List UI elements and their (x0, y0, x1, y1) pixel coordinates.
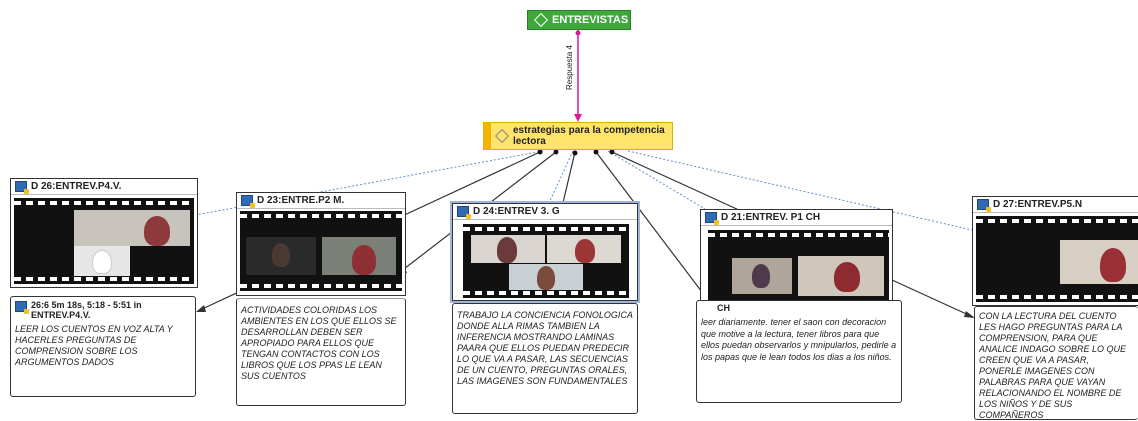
root-node-label: ENTREVISTAS (552, 14, 629, 26)
document-node-d24[interactable]: D 24:ENTREV 3. G (450, 201, 640, 303)
document-node-d23[interactable]: D 23:ENTRE.P2 M. (236, 192, 406, 296)
video-document-icon (457, 206, 471, 219)
root-code-arrowhead (574, 114, 582, 122)
video-document-icon (705, 212, 719, 225)
document-header: D 27:ENTREV.P5.N (973, 197, 1138, 213)
video-thumbnail (240, 211, 402, 291)
quote-header-partial: CH (717, 303, 730, 313)
document-title: D 24:ENTREV 3. G (473, 206, 560, 217)
code-d24-link (547, 150, 574, 206)
code-d27-link (627, 150, 973, 231)
anchor-dot (572, 150, 578, 156)
quote-header: 26:6 5m 18s, 5:18 - 5:51 in ENTREV.P4.V. (15, 300, 191, 320)
quote-header-line2: ENTREV.P4.V. (31, 310, 91, 320)
quote-node-q23[interactable]: ACTIVIDADES COLORIDAS LOS AMBIENTES EN L… (236, 298, 406, 406)
document-header: D 24:ENTREV 3. G (453, 204, 637, 220)
video-document-icon (15, 181, 29, 194)
anchor-dot (537, 149, 543, 155)
quote-node-q26[interactable]: 26:6 5m 18s, 5:18 - 5:51 in ENTREV.P4.V.… (10, 296, 196, 397)
code-diamond-icon (494, 128, 510, 144)
root-node-entrevistas[interactable]: ENTREVISTAS (527, 10, 631, 30)
document-header: D 26:ENTREV.P4.V. (11, 179, 197, 195)
document-title: D 21:ENTREV. P1 CH (721, 212, 821, 223)
document-node-d26[interactable]: D 26:ENTREV.P4.V. (10, 178, 198, 288)
quote-header-text: 26:6 5m 18s, 5:18 - 5:51 in ENTREV.P4.V. (31, 300, 142, 320)
anchor-dot (593, 149, 599, 155)
video-thumbnail (463, 224, 629, 298)
quote-text: ACTIVIDADES COLORIDAS LOS AMBIENTES EN L… (241, 305, 397, 381)
code-label-line2: lectora (513, 136, 546, 147)
video-thumbnail (976, 216, 1138, 302)
quote-text: leer diariamente. tener el saon con deco… (701, 317, 897, 362)
quote-node-q21[interactable]: CH leer diariamente. tener el saon con d… (696, 300, 902, 403)
document-title: D 26:ENTREV.P4.V. (31, 181, 122, 192)
video-thumbnail (14, 198, 194, 284)
q27-arrowhead (964, 311, 975, 318)
quote-text: CON LA LECTURA DEL CUENTO LES HAGO PREGU… (979, 311, 1127, 420)
quote-text: LEER LOS CUENTOS EN VOZ ALTA Y HACERLES … (15, 324, 173, 367)
document-header: D 23:ENTRE.P2 M. (237, 193, 405, 209)
q26-arrowhead (196, 305, 206, 312)
anchor-dot (553, 149, 559, 155)
document-node-d21[interactable]: D 21:ENTREV. P1 CH (700, 209, 893, 313)
video-document-icon (977, 199, 991, 212)
quote-node-q27[interactable]: CON LA LECTURA DEL CUENTO LES HAGO PREGU… (974, 306, 1138, 420)
code-node-label: estrategias para la competencia lectora (513, 125, 665, 147)
code-label-line1: estrategias para la competencia (513, 125, 665, 136)
quote-header-line1: 26:6 5m 18s, 5:18 - 5:51 in (31, 300, 142, 310)
document-header: D 21:ENTREV. P1 CH (701, 210, 892, 226)
code-q21-link (595, 151, 709, 301)
code-d21-link (607, 150, 706, 210)
quote-icon (15, 301, 29, 314)
quote-text: TRABAJO LA CONCIENCIA FONOLOGICA DONDE A… (457, 310, 633, 386)
quote-node-q24[interactable]: TRABAJO LA CONCIENCIA FONOLOGICA DONDE A… (452, 303, 638, 414)
document-title: D 27:ENTREV.P5.N (993, 199, 1083, 210)
anchor-dot (609, 149, 615, 155)
root-code-link-start (575, 30, 581, 36)
relation-label: Respuesta 4 (565, 45, 574, 90)
group-diamond-icon (533, 12, 549, 28)
video-document-icon (241, 195, 255, 208)
document-node-d27[interactable]: D 27:ENTREV.P5.N (972, 196, 1138, 306)
document-title: D 23:ENTRE.P2 M. (257, 195, 345, 206)
video-thumbnail (708, 230, 889, 310)
code-node-estrategias[interactable]: estrategias para la competencia lectora (483, 122, 673, 150)
